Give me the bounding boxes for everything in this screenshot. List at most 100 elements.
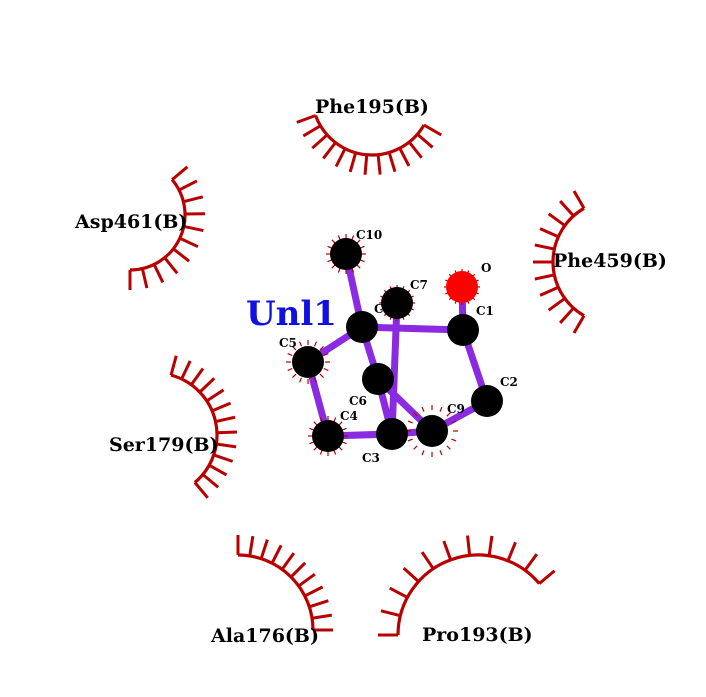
contact-arc-spoke <box>398 147 411 167</box>
atom-c4 <box>312 420 344 452</box>
contact-tick <box>413 445 418 450</box>
contact-arc-phe459 <box>533 190 586 334</box>
contact-arc-spoke <box>408 141 423 159</box>
hydrophobic-contacts <box>128 114 586 637</box>
atom-c2 <box>471 385 503 417</box>
contact-tick <box>299 341 303 347</box>
atom-label-c3: C3 <box>362 451 380 465</box>
contact-arc-spoke <box>308 599 329 609</box>
labels: Unl1 Phe195(B) Asp461(B) Phe459(B) Ser17… <box>74 96 667 647</box>
contact-arc-spoke <box>547 212 566 227</box>
contact-arc-spoke <box>302 124 322 138</box>
atom-c8 <box>346 311 378 343</box>
contact-arc-spoke <box>539 227 559 239</box>
residue-label-phe459: Phe459(B) <box>553 250 667 272</box>
ligand-name: Unl1 <box>246 294 337 334</box>
atom-label-c5: C5 <box>279 336 297 350</box>
atom-c7 <box>381 287 413 319</box>
contact-arc-line <box>237 553 315 631</box>
atom-label-c7: C7 <box>410 278 428 292</box>
contact-tick <box>299 377 303 383</box>
atom-o <box>446 271 478 303</box>
contact-arc-spoke <box>304 585 324 598</box>
contact-tick <box>287 367 293 371</box>
contact-tick <box>446 412 451 417</box>
contact-arc-spoke <box>466 535 472 556</box>
contact-tick <box>451 420 457 424</box>
atom-label-o: O <box>481 261 491 275</box>
contact-arc-spoke <box>559 200 575 217</box>
contact-arc-spoke <box>201 473 220 489</box>
contact-arc-spoke <box>193 481 209 499</box>
contact-arc-spoke <box>216 442 237 449</box>
contact-arc-asp461 <box>128 165 206 290</box>
contact-tick <box>439 450 443 456</box>
contact-arc-spoke <box>140 268 149 289</box>
contact-arc-ser179 <box>169 355 238 499</box>
residue-label-pro193: Pro193(B) <box>422 624 533 646</box>
residue-label-ser179: Ser179(B) <box>109 434 219 456</box>
contact-arc-spoke <box>205 388 225 403</box>
ligand-atoms <box>292 238 503 452</box>
contact-tick <box>319 346 324 351</box>
contact-arc-spoke <box>183 195 204 204</box>
contact-arc-spoke <box>180 360 192 380</box>
contact-tick <box>292 373 297 378</box>
atom-c1 <box>447 314 479 346</box>
contact-arc-spoke <box>248 535 255 557</box>
contact-arc-spoke <box>280 552 296 571</box>
contact-arc-spoke <box>539 285 559 297</box>
contact-arc-spoke <box>363 154 369 175</box>
contact-arc-spoke <box>559 307 575 324</box>
bond-c8-c1 <box>358 323 467 334</box>
atom-label-c9: C9 <box>447 402 465 416</box>
atom-contact-c5 <box>286 340 330 384</box>
contact-arc-spoke <box>572 314 586 334</box>
atom-label-c1: C1 <box>476 304 494 318</box>
contact-tick <box>313 341 317 347</box>
contact-arc-spoke <box>172 247 191 263</box>
contact-arc-spoke <box>572 190 586 210</box>
contact-arc-spoke <box>216 430 238 435</box>
contact-arc-spoke <box>297 572 316 588</box>
contact-tick <box>323 353 329 357</box>
contact-arc-spoke <box>179 236 199 249</box>
contact-arc-spoke <box>389 586 409 599</box>
contact-arc-spoke <box>416 133 434 149</box>
atom-label-c2: C2 <box>500 375 518 389</box>
contact-arc-spoke <box>420 551 435 570</box>
contact-arc-line <box>396 553 541 636</box>
contact-arc-spoke <box>311 613 333 620</box>
atom-c10 <box>330 238 362 270</box>
contact-tick <box>319 373 324 378</box>
contact-arc-spoke <box>534 273 555 281</box>
contact-arc-pro193 <box>378 535 556 637</box>
contact-arc-spoke <box>334 147 347 168</box>
contact-arc-spoke <box>171 165 189 181</box>
contact-arc-spoke <box>547 297 566 312</box>
contact-arc-spoke <box>402 566 420 583</box>
contact-arc-spoke <box>163 256 179 275</box>
contact-tick <box>421 406 425 412</box>
atom-label-c4: C4 <box>340 409 358 423</box>
contact-arc-spoke <box>376 154 382 175</box>
contact-tick <box>439 406 443 412</box>
atom-c6 <box>362 363 394 395</box>
contact-arc-spoke <box>208 463 228 477</box>
bond-c7-c3 <box>388 299 401 438</box>
contact-tick <box>421 450 425 456</box>
contact-arc-spoke <box>487 535 494 556</box>
atom-label-c8: C <box>374 302 384 316</box>
contact-arc-spoke <box>423 123 443 137</box>
contact-arc-spoke <box>198 377 216 394</box>
atom-label-c6: C6 <box>349 394 367 408</box>
residue-label-ala176: Ala176(B) <box>210 625 319 647</box>
contact-tick <box>451 438 457 442</box>
contact-arc-spoke <box>442 540 453 561</box>
contact-arc-spoke <box>215 415 236 424</box>
atom-c5 <box>292 346 324 378</box>
contact-arc-spoke <box>311 133 329 150</box>
contact-tick <box>287 353 293 357</box>
contact-arc-spoke <box>348 152 358 173</box>
